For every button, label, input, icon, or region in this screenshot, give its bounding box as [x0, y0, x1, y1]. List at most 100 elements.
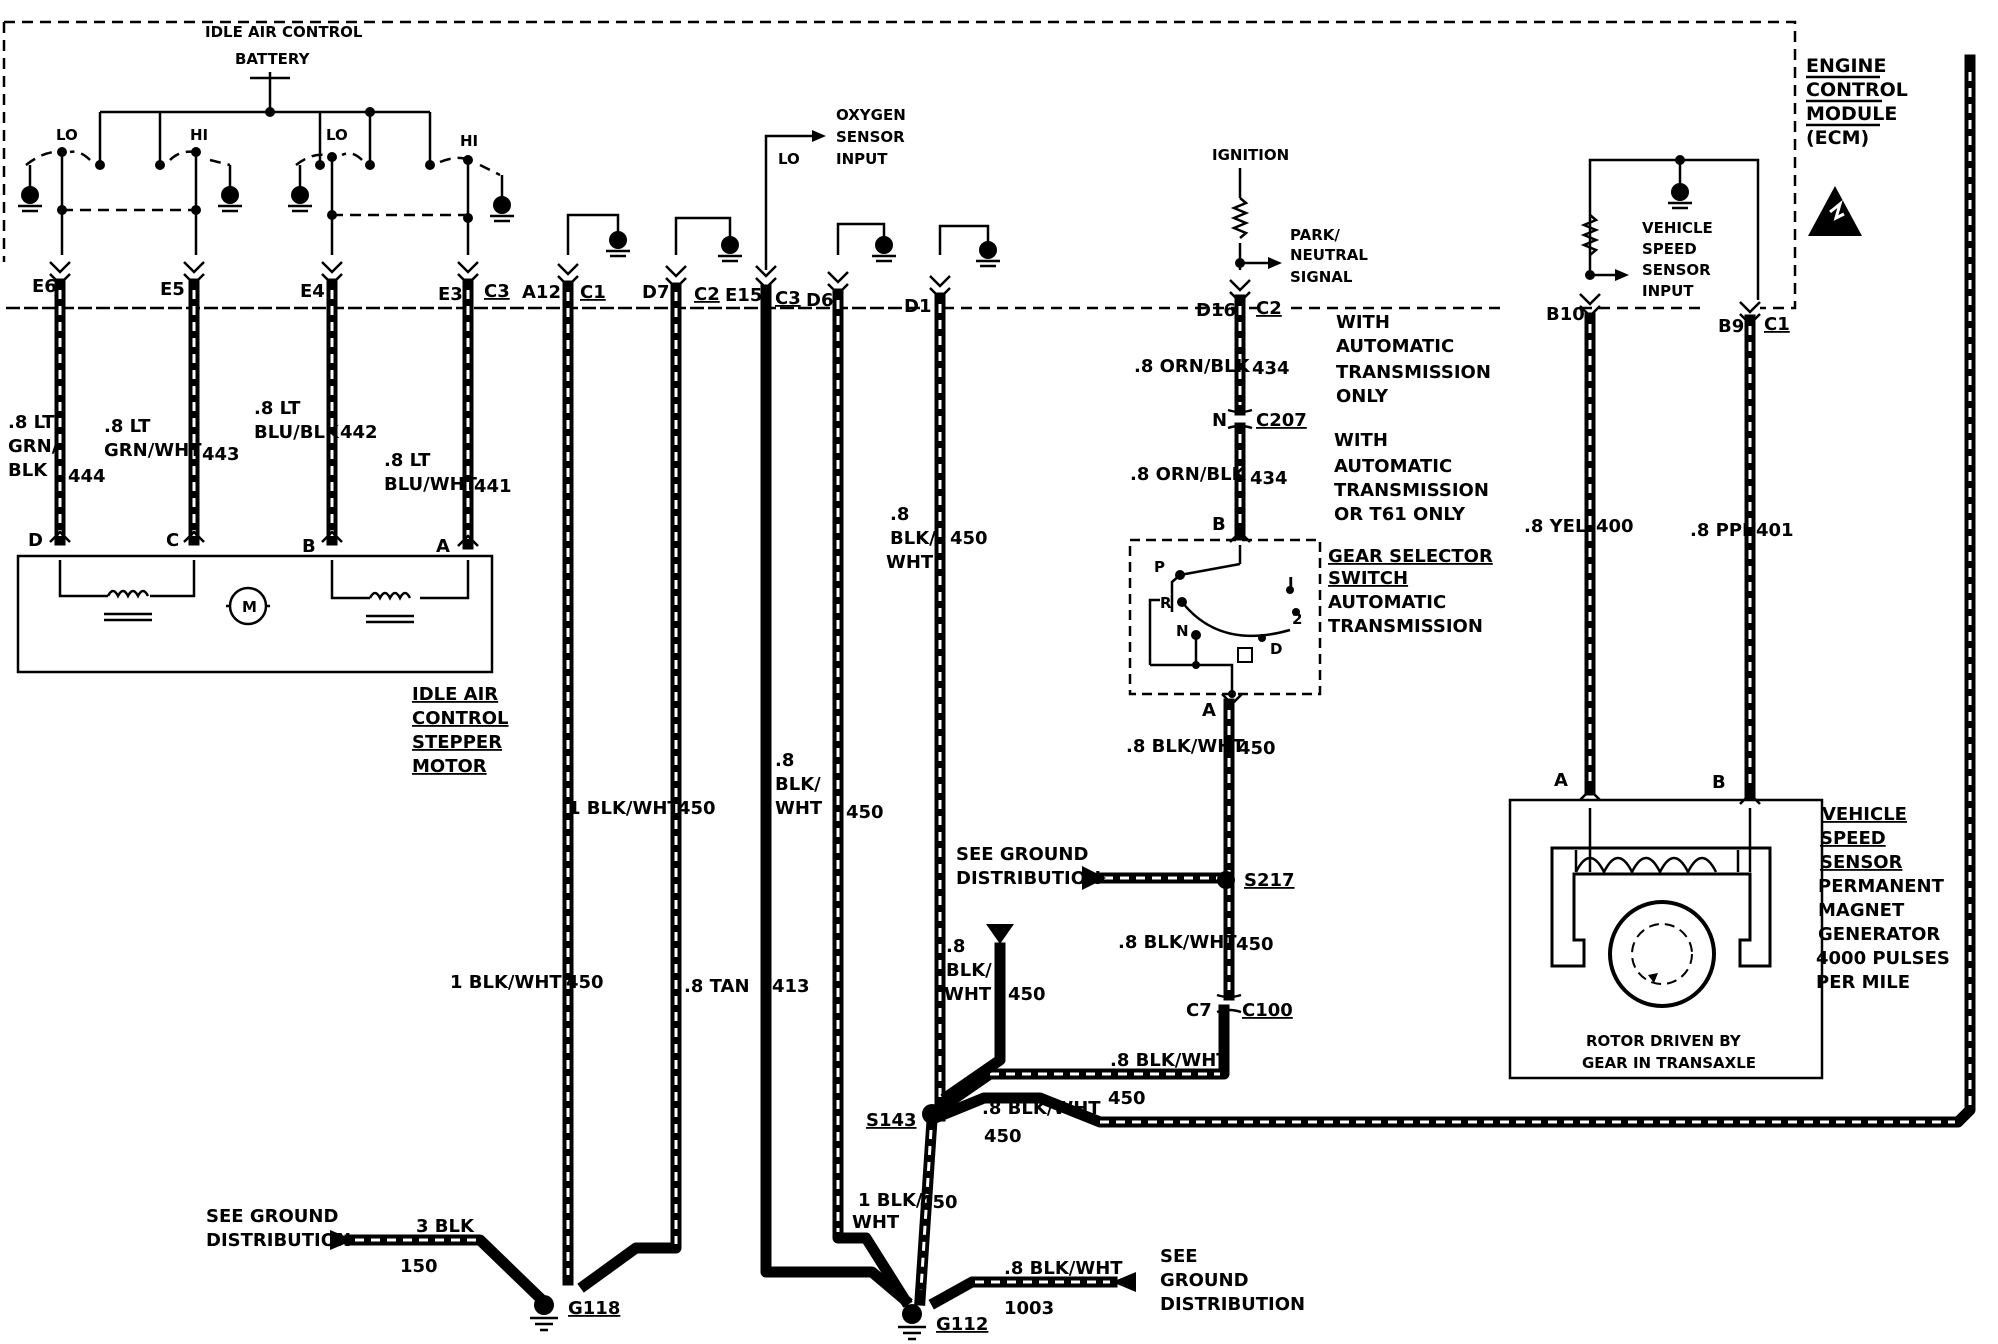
iac-pin-b: B	[302, 536, 316, 557]
pin-c2-b: C2	[1256, 298, 1282, 319]
d1-num: 450	[950, 528, 988, 549]
gd-right-2: GROUND	[1160, 1270, 1249, 1291]
e15-3: WHT	[775, 798, 823, 819]
vss-pin-a: A	[1554, 770, 1568, 791]
s143-right: .8 BLK/WHT	[982, 1098, 1101, 1119]
note2-3: TRANSMISSION	[1334, 480, 1489, 501]
conn-c7: C7	[1186, 1000, 1212, 1021]
vss-sub-1: PERMANENT	[1818, 876, 1945, 897]
pin-d6: D6	[806, 290, 833, 311]
c100-s143: .8 BLK/WHT	[1110, 1050, 1229, 1071]
w444-num: 444	[68, 466, 106, 487]
iac-title-1: IDLE AIR	[412, 684, 498, 705]
a12-upper: 1 BLK/WHT	[568, 798, 680, 819]
iac-title-2: CONTROL	[412, 708, 509, 729]
o2-lo-label: LO	[778, 150, 800, 168]
transmission-notes: WITH AUTOMATIC TRANSMISSION ONLY WITH AU…	[1334, 312, 1491, 525]
pin-b10: B10	[1546, 304, 1585, 325]
gd-mid-1: SEE GROUND	[956, 844, 1088, 865]
w443-num: 443	[202, 444, 240, 465]
s143-g112-1: 1 BLK/	[858, 1190, 923, 1211]
a12-lower: 1 BLK/WHT	[450, 972, 562, 993]
pin-b9: B9	[1718, 316, 1744, 337]
w442-2: BLU/BLK	[254, 422, 340, 443]
lo-label-2: LO	[326, 126, 348, 144]
ignition-label: IGNITION	[1212, 146, 1289, 164]
vss-input-2: SPEED	[1642, 240, 1697, 258]
d16-upper-num: 434	[1252, 358, 1290, 379]
vss-sub-3: GENERATOR	[1818, 924, 1940, 945]
s143-g112-2: WHT	[852, 1212, 900, 1233]
pin-d16: D16	[1196, 300, 1236, 321]
g118-left: 3 BLK	[416, 1216, 475, 1237]
lo-label-1: LO	[56, 126, 78, 144]
a-gear-num: 450	[1238, 738, 1276, 759]
stub-1: .8	[946, 936, 965, 957]
stub-3: WHT	[944, 984, 992, 1005]
conn-s143: S143	[866, 1110, 917, 1131]
gear-i: I	[1288, 574, 1294, 592]
d16-lower-num: 434	[1250, 468, 1288, 489]
gd-left-1: SEE GROUND	[206, 1206, 338, 1227]
gear-title-1: GEAR SELECTOR	[1328, 546, 1493, 567]
w444-2: GRN/	[8, 436, 59, 457]
wire-bundle	[54, 54, 1976, 1310]
b10-num: 400	[1596, 516, 1634, 537]
ecm-title-3: MODULE	[1806, 103, 1897, 125]
w442-1: .8 LT	[254, 398, 301, 419]
d16-lower: .8 ORN/BLK	[1130, 464, 1247, 485]
conn-s217: S217	[1244, 870, 1295, 891]
gear-selector-switch: P R N D I 2 GEAR SELECTOR SWITCH AUTOMAT…	[1128, 530, 1493, 706]
g118-left-num: 150	[400, 1256, 438, 1277]
note1-3: TRANSMISSION	[1336, 362, 1491, 383]
conn-c207: C207	[1256, 410, 1307, 431]
stub-num: 450	[1008, 984, 1046, 1005]
vss-title-1: VEHICLE	[1822, 804, 1907, 825]
hi-label-1: HI	[190, 126, 208, 144]
note2-4: OR T61 ONLY	[1334, 504, 1466, 525]
gear-n: N	[1176, 622, 1189, 640]
g112-right-num: 1003	[1004, 1298, 1054, 1319]
vss-title-3: SENSOR	[1820, 852, 1903, 873]
rotor-2: GEAR IN TRANSAXLE	[1582, 1054, 1756, 1072]
ecm-module: ENGINE CONTROL MODULE (ECM)	[2, 20, 1908, 310]
e15-2: BLK/	[775, 774, 821, 795]
pin-e6: E6	[32, 276, 57, 297]
gd-right-3: DISTRIBUTION	[1160, 1294, 1305, 1315]
vss-input-4: INPUT	[1642, 282, 1694, 300]
w444-1: .8 LT	[8, 412, 55, 433]
w441-num: 441	[474, 476, 512, 497]
pin-c3-a: C3	[484, 281, 510, 302]
ecm-title-4: (ECM)	[1806, 127, 1869, 149]
iac-pin-a: A	[436, 536, 450, 557]
pin-e15: E15	[725, 285, 762, 306]
w443-1: .8 LT	[104, 416, 151, 437]
gear-sub-2: TRANSMISSION	[1328, 616, 1483, 637]
d16-upper: .8 ORN/BLK	[1134, 356, 1251, 377]
connector-labels: N C207 B A S217 C7 C100 S143 G118 G112	[568, 410, 1307, 1335]
w441-2: BLU/WHT	[384, 474, 478, 495]
e15-num: 450	[846, 802, 884, 823]
b10-label: .8 YEL	[1524, 516, 1586, 537]
w441-1: .8 LT	[384, 450, 431, 471]
pin-c1-b: C1	[1764, 314, 1790, 335]
conn-g118: G118	[568, 1298, 620, 1319]
splices	[530, 408, 1253, 1341]
gear-d: D	[1270, 640, 1282, 658]
conn-n: N	[1212, 410, 1227, 431]
vehicle-speed-sensor: A B ROTOR DRIVEN BY GEAR IN TRANSAXLE VE…	[1508, 770, 1950, 1080]
gear-r: R	[1160, 594, 1172, 612]
a12-upper-num: 450	[678, 798, 716, 819]
conn-g112: G112	[936, 1314, 988, 1335]
pin-e3: E3	[438, 284, 463, 305]
idle-air-control-label: IDLE AIR CONTROL	[205, 23, 363, 41]
pin-d7: D7	[642, 282, 669, 303]
gd-right-1: SEE	[1160, 1246, 1198, 1267]
vss-title-2: SPEED	[1820, 828, 1886, 849]
vss-sub-2: MAGNET	[1818, 900, 1905, 921]
gear-title-2: SWITCH	[1328, 568, 1408, 589]
battery-label: BATTERY	[235, 50, 311, 68]
w444-3: BLK	[8, 460, 48, 481]
pin-d1: D1	[904, 296, 931, 317]
